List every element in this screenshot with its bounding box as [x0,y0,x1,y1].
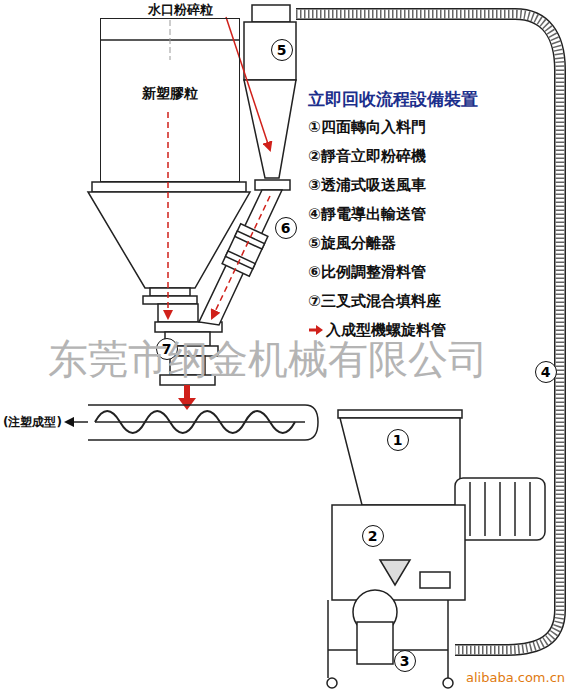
legend-text: ①四面轉向入料門 [308,118,426,136]
flow-arrow [212,196,270,318]
flow-arrow [167,112,169,318]
slide-pipe [199,190,282,325]
watermark: alibaba.com.cn [466,670,565,685]
hopper-body: 新塑膠粒 [100,18,240,182]
material-hopper [88,20,250,385]
legend-text: ②靜音立即粉碎機 [308,147,426,165]
legend-item: 入成型機螺旋料管 [308,321,446,340]
callout-number: 2 [362,525,384,547]
legend-text: ⑥比例調整滑料管 [308,263,426,281]
legend-text: ⑦三叉式混合填料座 [308,292,441,310]
legend-item: ⑥比例調整滑料管 [308,263,426,282]
cyclone-separator [244,5,296,190]
legend-item: ④靜電導出輸送管 [308,205,426,224]
callout-number: 4 [535,361,557,383]
legend-text: ③透浦式吸送風車 [308,176,426,194]
legend-item: ①四面轉向入料門 [308,118,426,137]
legend-item: ⑦三叉式混合填料座 [308,292,441,311]
callout-number: 1 [387,429,409,451]
legend-item: ③透浦式吸送風車 [308,176,426,195]
part-label: 水口粉碎粒 [148,1,213,19]
callout-number: 3 [394,650,416,672]
legend-title: 立即回收流程設備裝置 [308,88,478,111]
granulator [327,410,545,688]
callout-number: 5 [271,39,293,61]
legend-text: 入成型機螺旋料管 [326,321,446,339]
legend-arrow [308,324,324,336]
conveying-pipe [296,14,560,650]
legend-item: ⑤旋風分離器 [308,234,396,253]
node-text: 新塑膠粒 [101,85,239,103]
flow-arrow [226,17,270,150]
callout-number: 6 [275,217,297,239]
screw-barrel [66,405,318,440]
legend-text: ④靜電導出輸送管 [308,205,426,223]
legend-item: ②靜音立即粉碎機 [308,147,426,166]
watermark: 东莞市纲金机械有限公司 [48,332,488,387]
feed-arrow [178,385,196,410]
legend-text: ⑤旋風分離器 [308,234,396,252]
part-label: (注塑成型) [3,414,62,431]
